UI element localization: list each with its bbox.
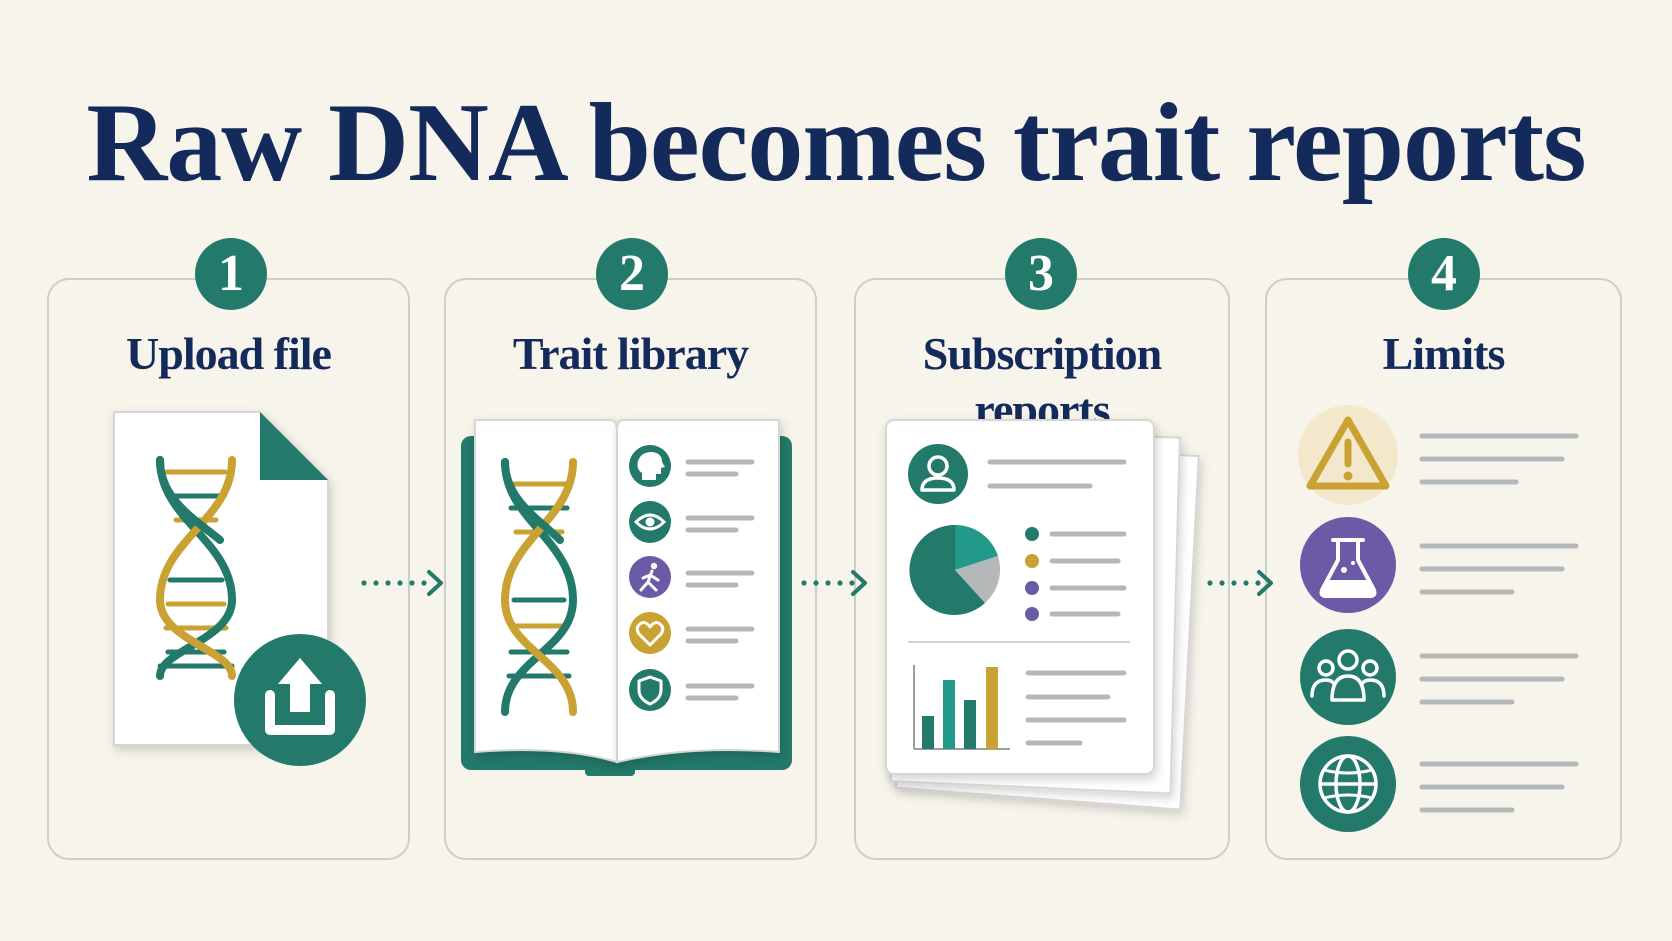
flask-icon xyxy=(1300,517,1396,613)
eye-icon xyxy=(629,501,671,543)
pie-chart-icon xyxy=(909,524,1001,615)
flow-arrow-icon xyxy=(361,570,443,596)
step-number-badge: 3 xyxy=(1005,238,1077,310)
heart-icon xyxy=(629,612,671,654)
group-icon xyxy=(1300,629,1396,725)
limits-text-lines xyxy=(1419,433,1579,813)
warning-icon xyxy=(1298,405,1398,505)
page-title: Raw DNA becomes trait reports xyxy=(86,81,1586,205)
book-icon xyxy=(461,419,792,776)
trait-text-lines xyxy=(685,459,755,701)
report-text-lines xyxy=(987,459,1127,489)
step-number-badge: 4 xyxy=(1408,238,1480,310)
dna-icon xyxy=(500,458,578,716)
head-profile-icon xyxy=(629,445,671,487)
user-icon xyxy=(908,444,968,504)
step-number-badge: 2 xyxy=(596,238,668,310)
running-person-icon xyxy=(629,556,671,598)
flow-arrow-icon xyxy=(1207,570,1273,596)
report-text-lines xyxy=(1025,670,1127,746)
step-title: Limits xyxy=(1382,328,1506,379)
step-number-badge: 1 xyxy=(195,238,267,310)
legend-dots xyxy=(1025,527,1127,621)
dna-icon xyxy=(155,456,237,680)
globe-icon xyxy=(1300,736,1396,832)
step-title: Upload file xyxy=(126,328,332,379)
shield-icon xyxy=(629,669,671,711)
flow-arrow-icon xyxy=(801,570,867,596)
step-title: Trait library xyxy=(512,328,749,379)
upload-icon xyxy=(234,634,366,766)
bar-chart-icon xyxy=(913,665,1010,750)
